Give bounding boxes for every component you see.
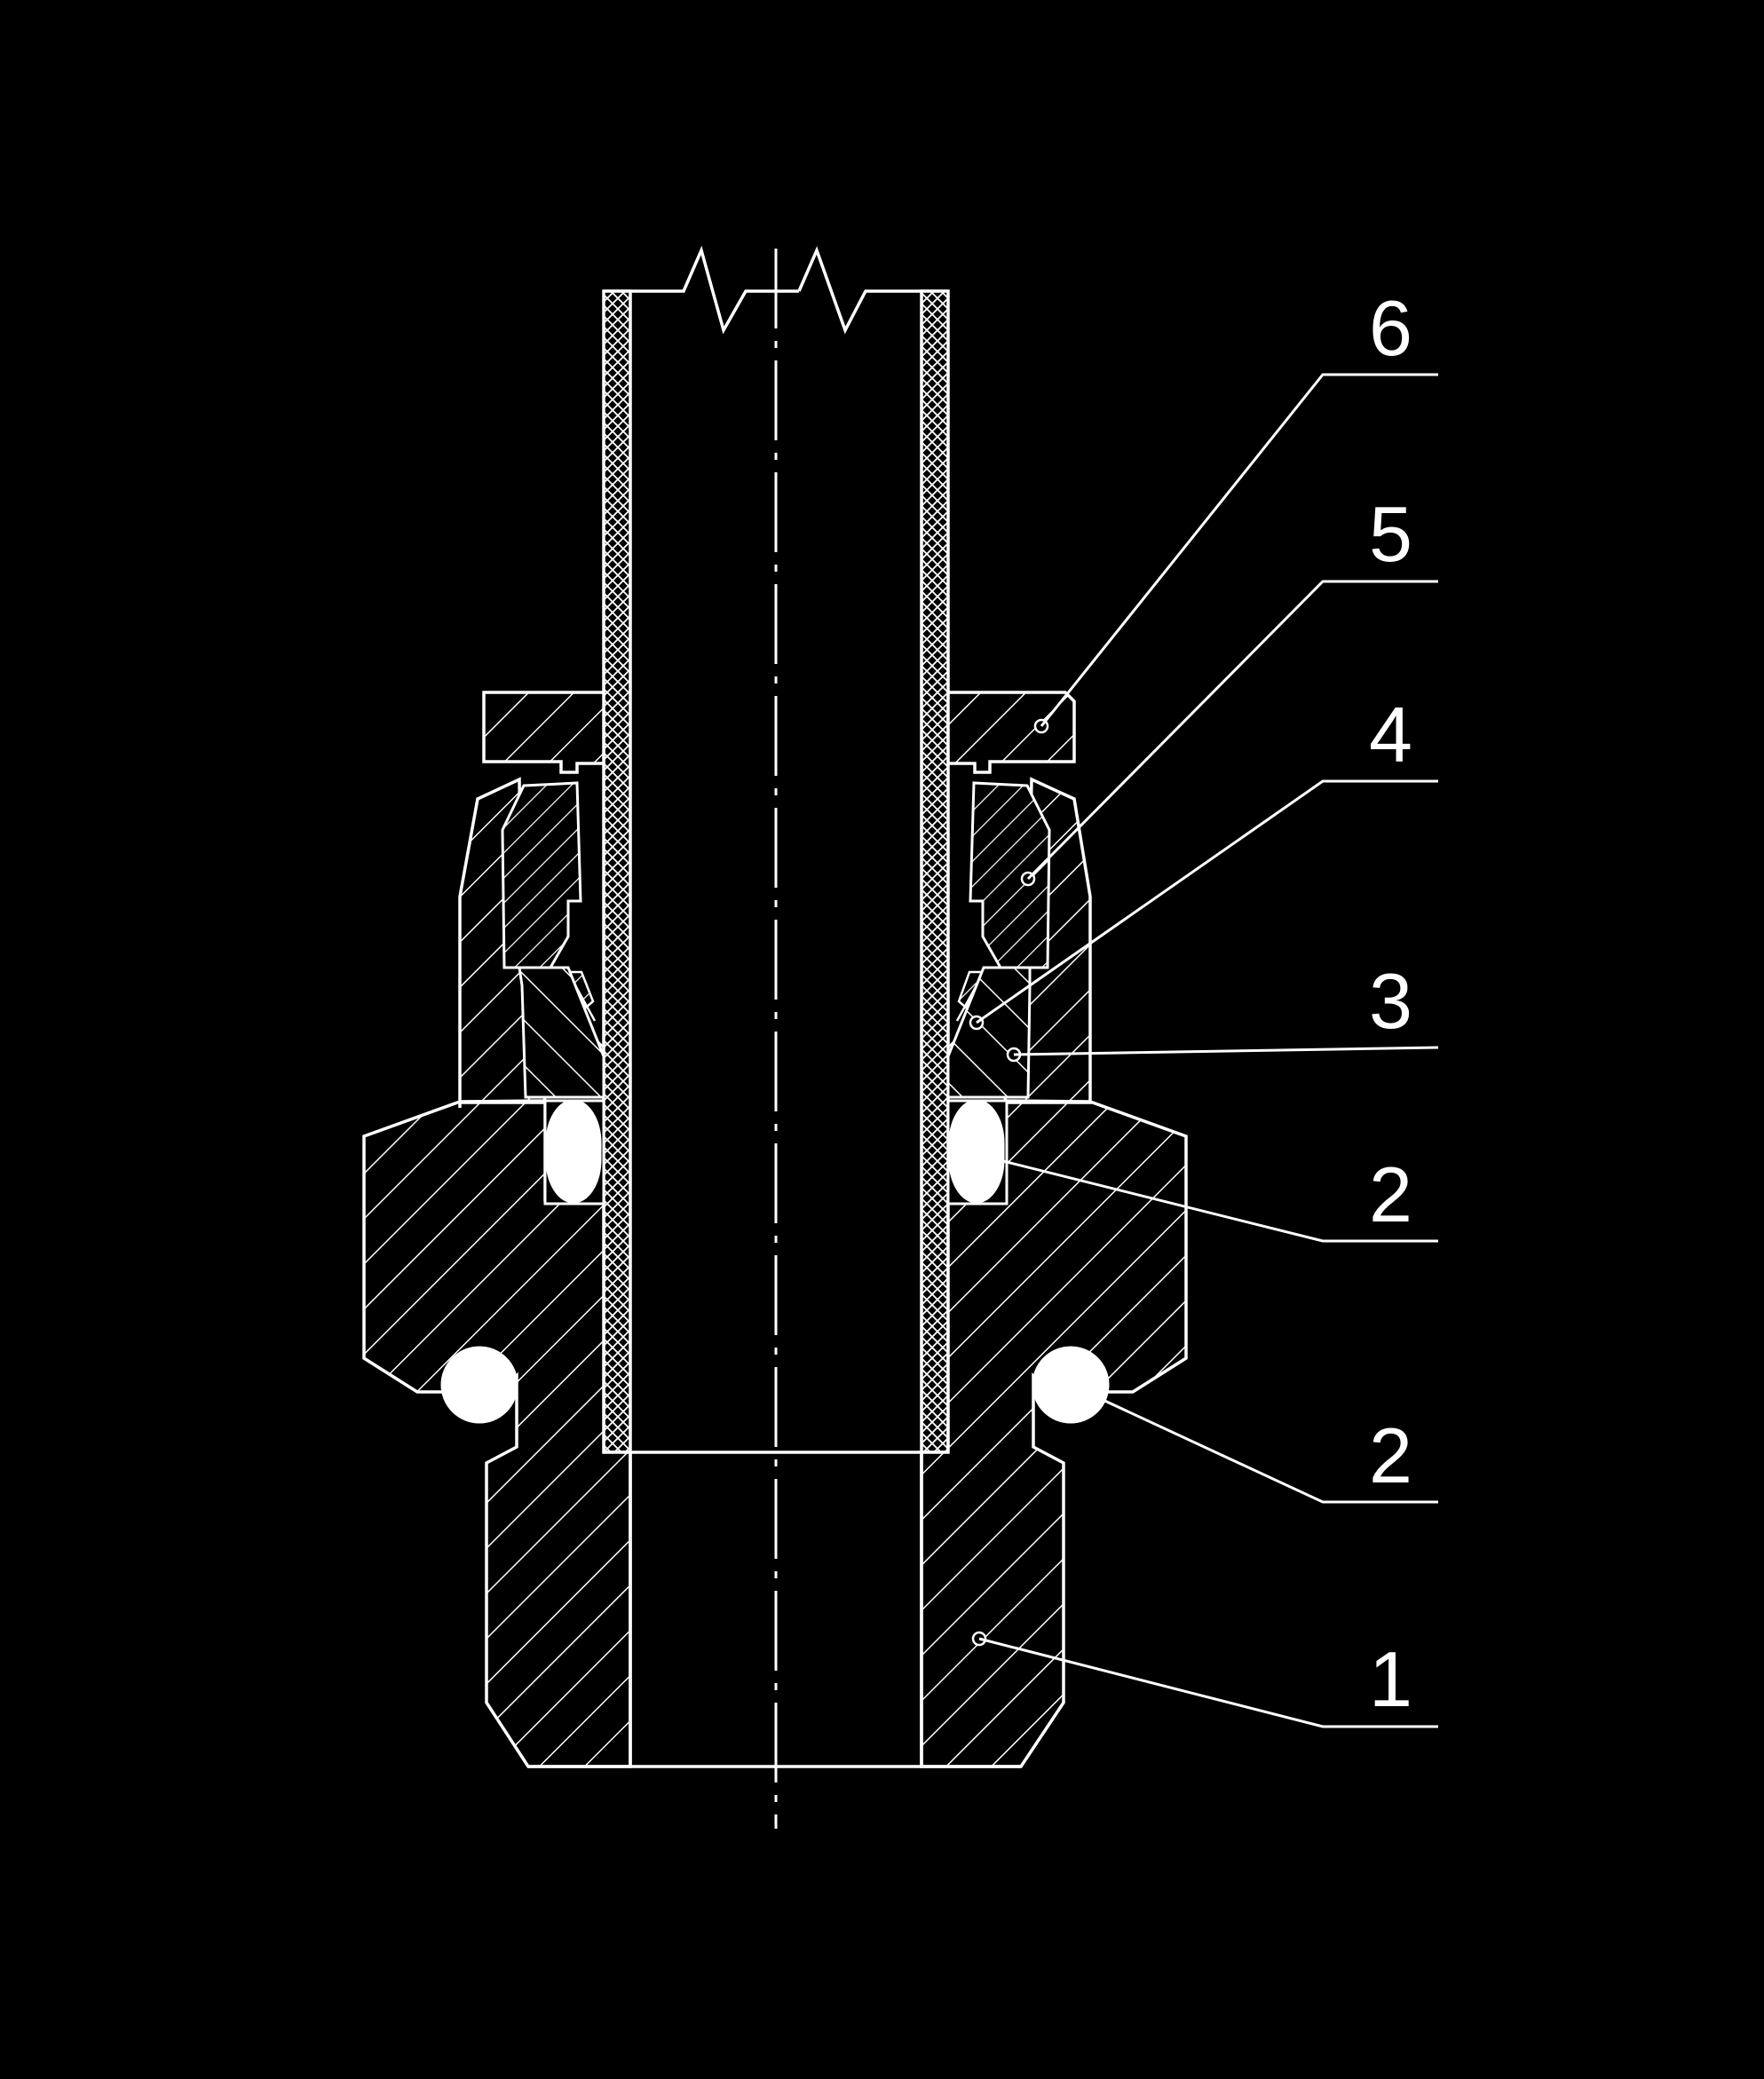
outer-oring-left xyxy=(440,1346,518,1424)
leader-line-1 xyxy=(978,1637,1438,1728)
callout-2-lower: 2 xyxy=(1369,1411,1412,1499)
clamp-ring-left xyxy=(501,781,582,969)
callout-2-upper: 2 xyxy=(1369,1150,1412,1238)
clamp-ring-right xyxy=(969,781,1051,969)
pipe-break-line-right xyxy=(797,246,948,335)
support-ring-left xyxy=(518,966,605,1099)
outer-oring-right xyxy=(1032,1346,1110,1424)
nut-left xyxy=(482,691,605,774)
support-ring-right xyxy=(946,966,1032,1099)
inner-oring-right xyxy=(948,1099,1005,1204)
leader-line-2-upper xyxy=(1002,1159,1438,1243)
leader-line-6 xyxy=(1040,373,1438,727)
pipe-wall-left xyxy=(602,289,632,1454)
pipe-wall-right xyxy=(920,289,950,1454)
inner-oring-left xyxy=(545,1099,602,1204)
leader-line-4 xyxy=(976,779,1438,1024)
callout-1: 1 xyxy=(1369,1635,1412,1723)
nut-right xyxy=(946,691,1076,774)
callout-6: 6 xyxy=(1369,284,1412,372)
leader-line-5 xyxy=(1026,580,1438,881)
pipe-break-line-left xyxy=(604,245,799,335)
callout-5: 5 xyxy=(1369,490,1412,578)
leader-line-2-lower xyxy=(1098,1396,1438,1504)
leader-line-3 xyxy=(1013,1046,1439,1056)
callout-3: 3 xyxy=(1369,957,1412,1045)
callout-4: 4 xyxy=(1369,691,1412,779)
